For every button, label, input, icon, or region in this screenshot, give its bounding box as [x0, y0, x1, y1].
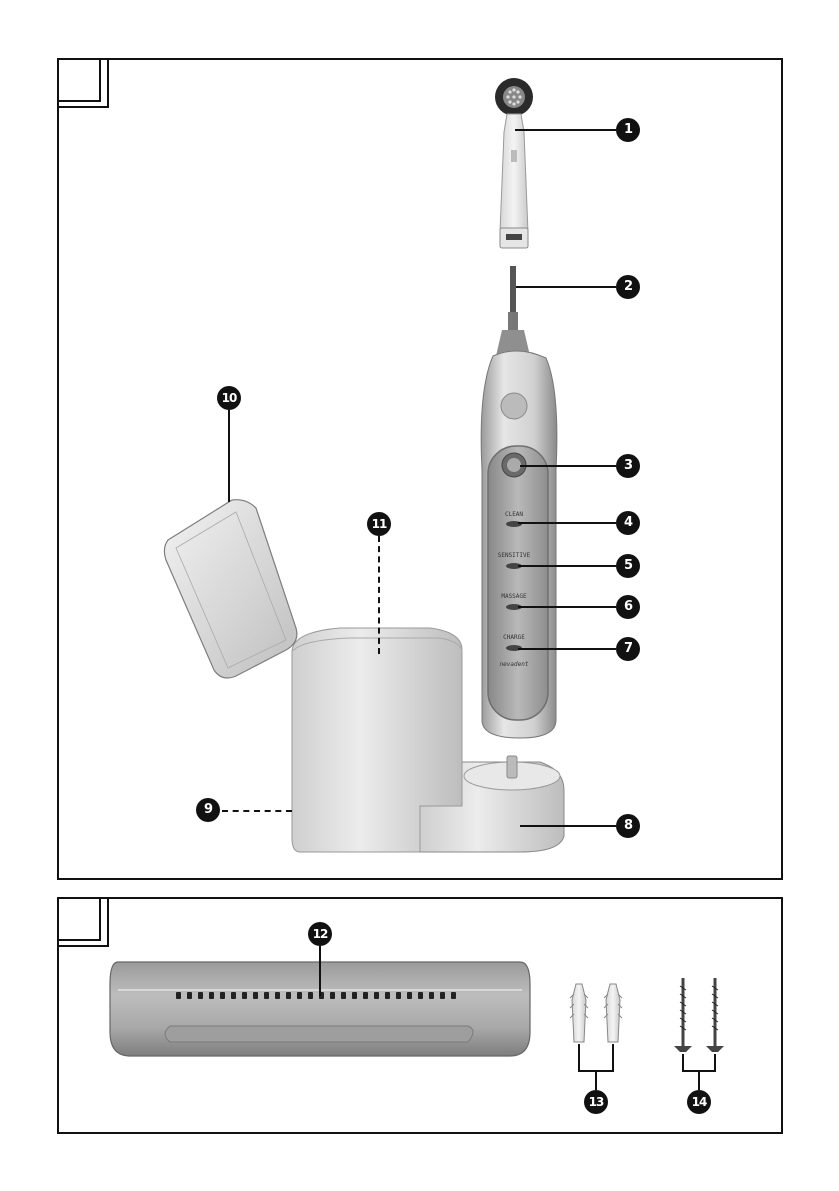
toothbrush-handle: CLEAN SENSITIVE MASSAGE CHARGE nevadent — [481, 351, 557, 738]
leader-7 — [518, 648, 616, 650]
leader-14-stem — [698, 1070, 700, 1090]
callout-9: 9 — [196, 798, 220, 822]
sensitive-label: SENSITIVE — [498, 552, 531, 559]
callout-11: 11 — [367, 512, 391, 536]
figure-2-panel — [57, 897, 783, 1134]
leader-1 — [515, 129, 616, 131]
leader-4 — [518, 522, 616, 524]
leader-13-right — [612, 1044, 614, 1072]
callout-14: 14 — [687, 1090, 711, 1114]
callout-1: 1 — [616, 118, 640, 142]
callout-8: 8 — [616, 814, 640, 838]
callout-2: 2 — [616, 275, 640, 299]
leader-9 — [222, 810, 292, 812]
leader-11 — [378, 536, 380, 654]
leader-3 — [520, 465, 616, 467]
leader-6 — [518, 606, 616, 608]
massage-label: MASSAGE — [501, 593, 527, 600]
brush-head — [495, 78, 533, 248]
cup-lid — [164, 500, 296, 678]
drive-shaft — [496, 266, 530, 356]
leader-2 — [516, 286, 616, 288]
callout-12: 12 — [308, 922, 332, 946]
leader-5 — [518, 565, 616, 567]
leader-13-stem — [595, 1070, 597, 1090]
callout-4: 4 — [616, 511, 640, 535]
callout-5: 5 — [616, 554, 640, 578]
figure-2-corner-inner — [57, 897, 101, 941]
callout-7: 7 — [616, 637, 640, 661]
callout-3: 3 — [616, 454, 640, 478]
brand-label: nevadent — [500, 661, 529, 668]
leader-8 — [520, 825, 616, 827]
callout-13: 13 — [584, 1090, 608, 1114]
charge-label: CHARGE — [503, 634, 525, 641]
clean-label: CLEAN — [505, 511, 523, 518]
leader-10 — [228, 410, 230, 502]
leader-13-left — [578, 1044, 580, 1072]
leader-12 — [319, 946, 321, 996]
callout-6: 6 — [616, 595, 640, 619]
callout-10: 10 — [217, 386, 241, 410]
